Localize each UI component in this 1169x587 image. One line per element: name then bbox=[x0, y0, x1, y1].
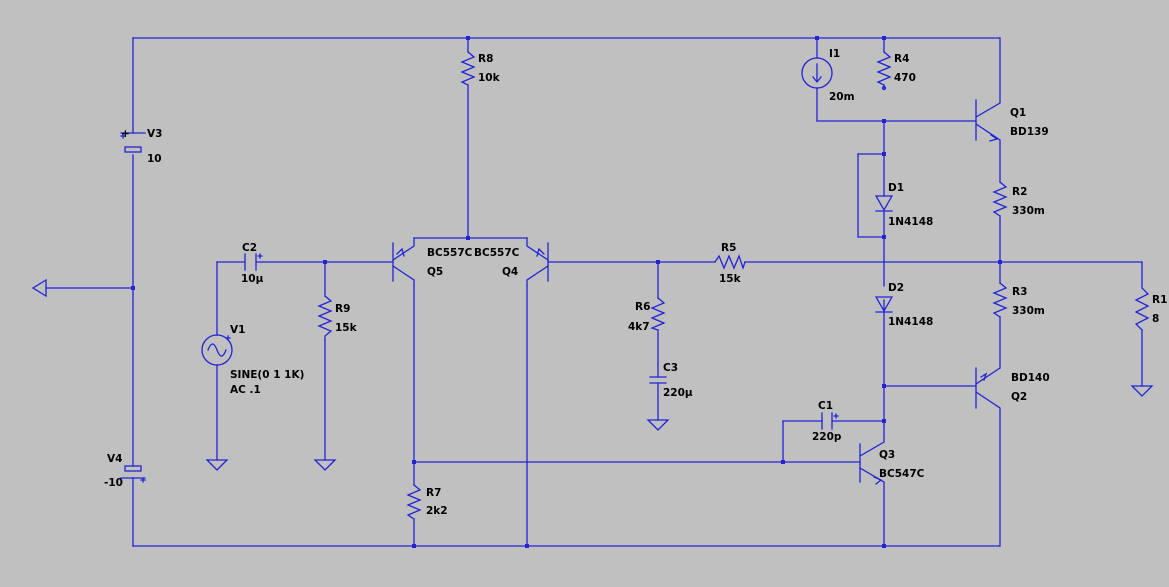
r3-ref: R3 bbox=[1012, 286, 1027, 298]
r9-ref: R9 bbox=[335, 303, 350, 315]
r3-value: 330m bbox=[1012, 305, 1045, 317]
wires bbox=[45, 37, 1143, 547]
resistor-icon bbox=[876, 51, 892, 91]
c1-value: 220p bbox=[812, 431, 842, 443]
r7-ref: R7 bbox=[426, 487, 441, 499]
r7-value: 2k2 bbox=[426, 505, 448, 517]
plus-sign: + bbox=[121, 128, 130, 140]
resistor-icon bbox=[992, 181, 1008, 217]
ground-icon bbox=[646, 419, 670, 431]
d1-value: 1N4148 bbox=[888, 216, 933, 228]
capacitor-icon bbox=[821, 412, 839, 430]
r4-ref: R4 bbox=[894, 53, 909, 65]
c1-ref: C1 bbox=[818, 400, 833, 412]
resistor-icon bbox=[460, 51, 476, 86]
v3-value: 10 bbox=[147, 153, 162, 165]
transistor-arrow-icon bbox=[873, 476, 883, 485]
junction-dots bbox=[131, 36, 1002, 548]
r8-value: 10k bbox=[478, 72, 501, 84]
q1-ref: Q1 bbox=[1010, 107, 1026, 119]
resistor-icon bbox=[650, 297, 666, 331]
q3-ref: Q3 bbox=[879, 449, 895, 461]
v1-ref: V1 bbox=[230, 324, 245, 336]
r5-value: 15k bbox=[719, 273, 742, 285]
transistor-arrow-icon bbox=[989, 134, 999, 142]
q5-ref: Q5 bbox=[427, 266, 443, 278]
q5-value: BC557C bbox=[427, 247, 473, 259]
transistor-arrow-icon bbox=[396, 247, 405, 257]
q2-ref: Q2 bbox=[1011, 391, 1027, 403]
resistor-icon bbox=[317, 295, 333, 341]
resistor-icon bbox=[714, 254, 746, 271]
r1-ref: R1 bbox=[1152, 294, 1167, 306]
q4-ref: Q4 bbox=[502, 266, 518, 278]
resistor-icon bbox=[406, 484, 422, 520]
sine-source-icon bbox=[201, 334, 233, 366]
v4-ref: V4 bbox=[107, 453, 122, 465]
resistor-icon bbox=[992, 282, 1008, 318]
transistor-arrow-icon bbox=[980, 372, 988, 381]
r2-value: 330m bbox=[1012, 205, 1045, 217]
output-arrow-icon bbox=[31, 278, 47, 298]
current-source-icon bbox=[801, 57, 833, 89]
c3-value: 220µ bbox=[663, 387, 693, 399]
r2-ref: R2 bbox=[1012, 186, 1027, 198]
r9-value: 15k bbox=[335, 322, 358, 334]
q1-value: BD139 bbox=[1010, 126, 1049, 138]
c2-value: 10µ bbox=[241, 273, 264, 285]
ground-icon bbox=[313, 459, 337, 471]
q2-value: BD140 bbox=[1011, 372, 1050, 384]
ground-icon bbox=[1130, 385, 1154, 397]
ground-icon bbox=[205, 459, 229, 471]
v1-value: SINE(0 1 1K) bbox=[230, 369, 304, 381]
i1-ref: I1 bbox=[829, 48, 840, 60]
q3-value: BC547C bbox=[879, 468, 925, 480]
battery-icon bbox=[120, 465, 146, 483]
d2-ref: D2 bbox=[888, 282, 904, 294]
r6-ref: R6 bbox=[635, 301, 650, 313]
v4-value: -10 bbox=[104, 477, 123, 489]
r8-ref: R8 bbox=[478, 53, 493, 65]
d2-value: 1N4148 bbox=[888, 316, 933, 328]
resistor-icon bbox=[1134, 287, 1150, 331]
battery-icon bbox=[120, 132, 146, 153]
capacitor-icon bbox=[244, 253, 263, 271]
r6-value: 4k7 bbox=[628, 321, 650, 333]
r4-value: 470 bbox=[894, 72, 916, 84]
diode-icon bbox=[874, 296, 894, 313]
d1-ref: D1 bbox=[888, 182, 904, 194]
c3-ref: C3 bbox=[663, 362, 678, 374]
q4-value: BC557C bbox=[474, 247, 520, 259]
c2-ref: C2 bbox=[242, 242, 257, 254]
r5-ref: R5 bbox=[721, 242, 736, 254]
capacitor-icon bbox=[649, 376, 667, 384]
i1-value: 20m bbox=[829, 91, 855, 103]
v3-ref: V3 bbox=[147, 128, 162, 140]
diode-icon bbox=[874, 195, 894, 212]
labels: + V3 10 V4 -10 V1 SINE(0 1 1K) AC .1 C2 … bbox=[104, 48, 1167, 517]
r1-value: 8 bbox=[1152, 313, 1159, 325]
v1-ac: AC .1 bbox=[230, 384, 261, 396]
transistor-arrow-icon bbox=[536, 247, 545, 257]
